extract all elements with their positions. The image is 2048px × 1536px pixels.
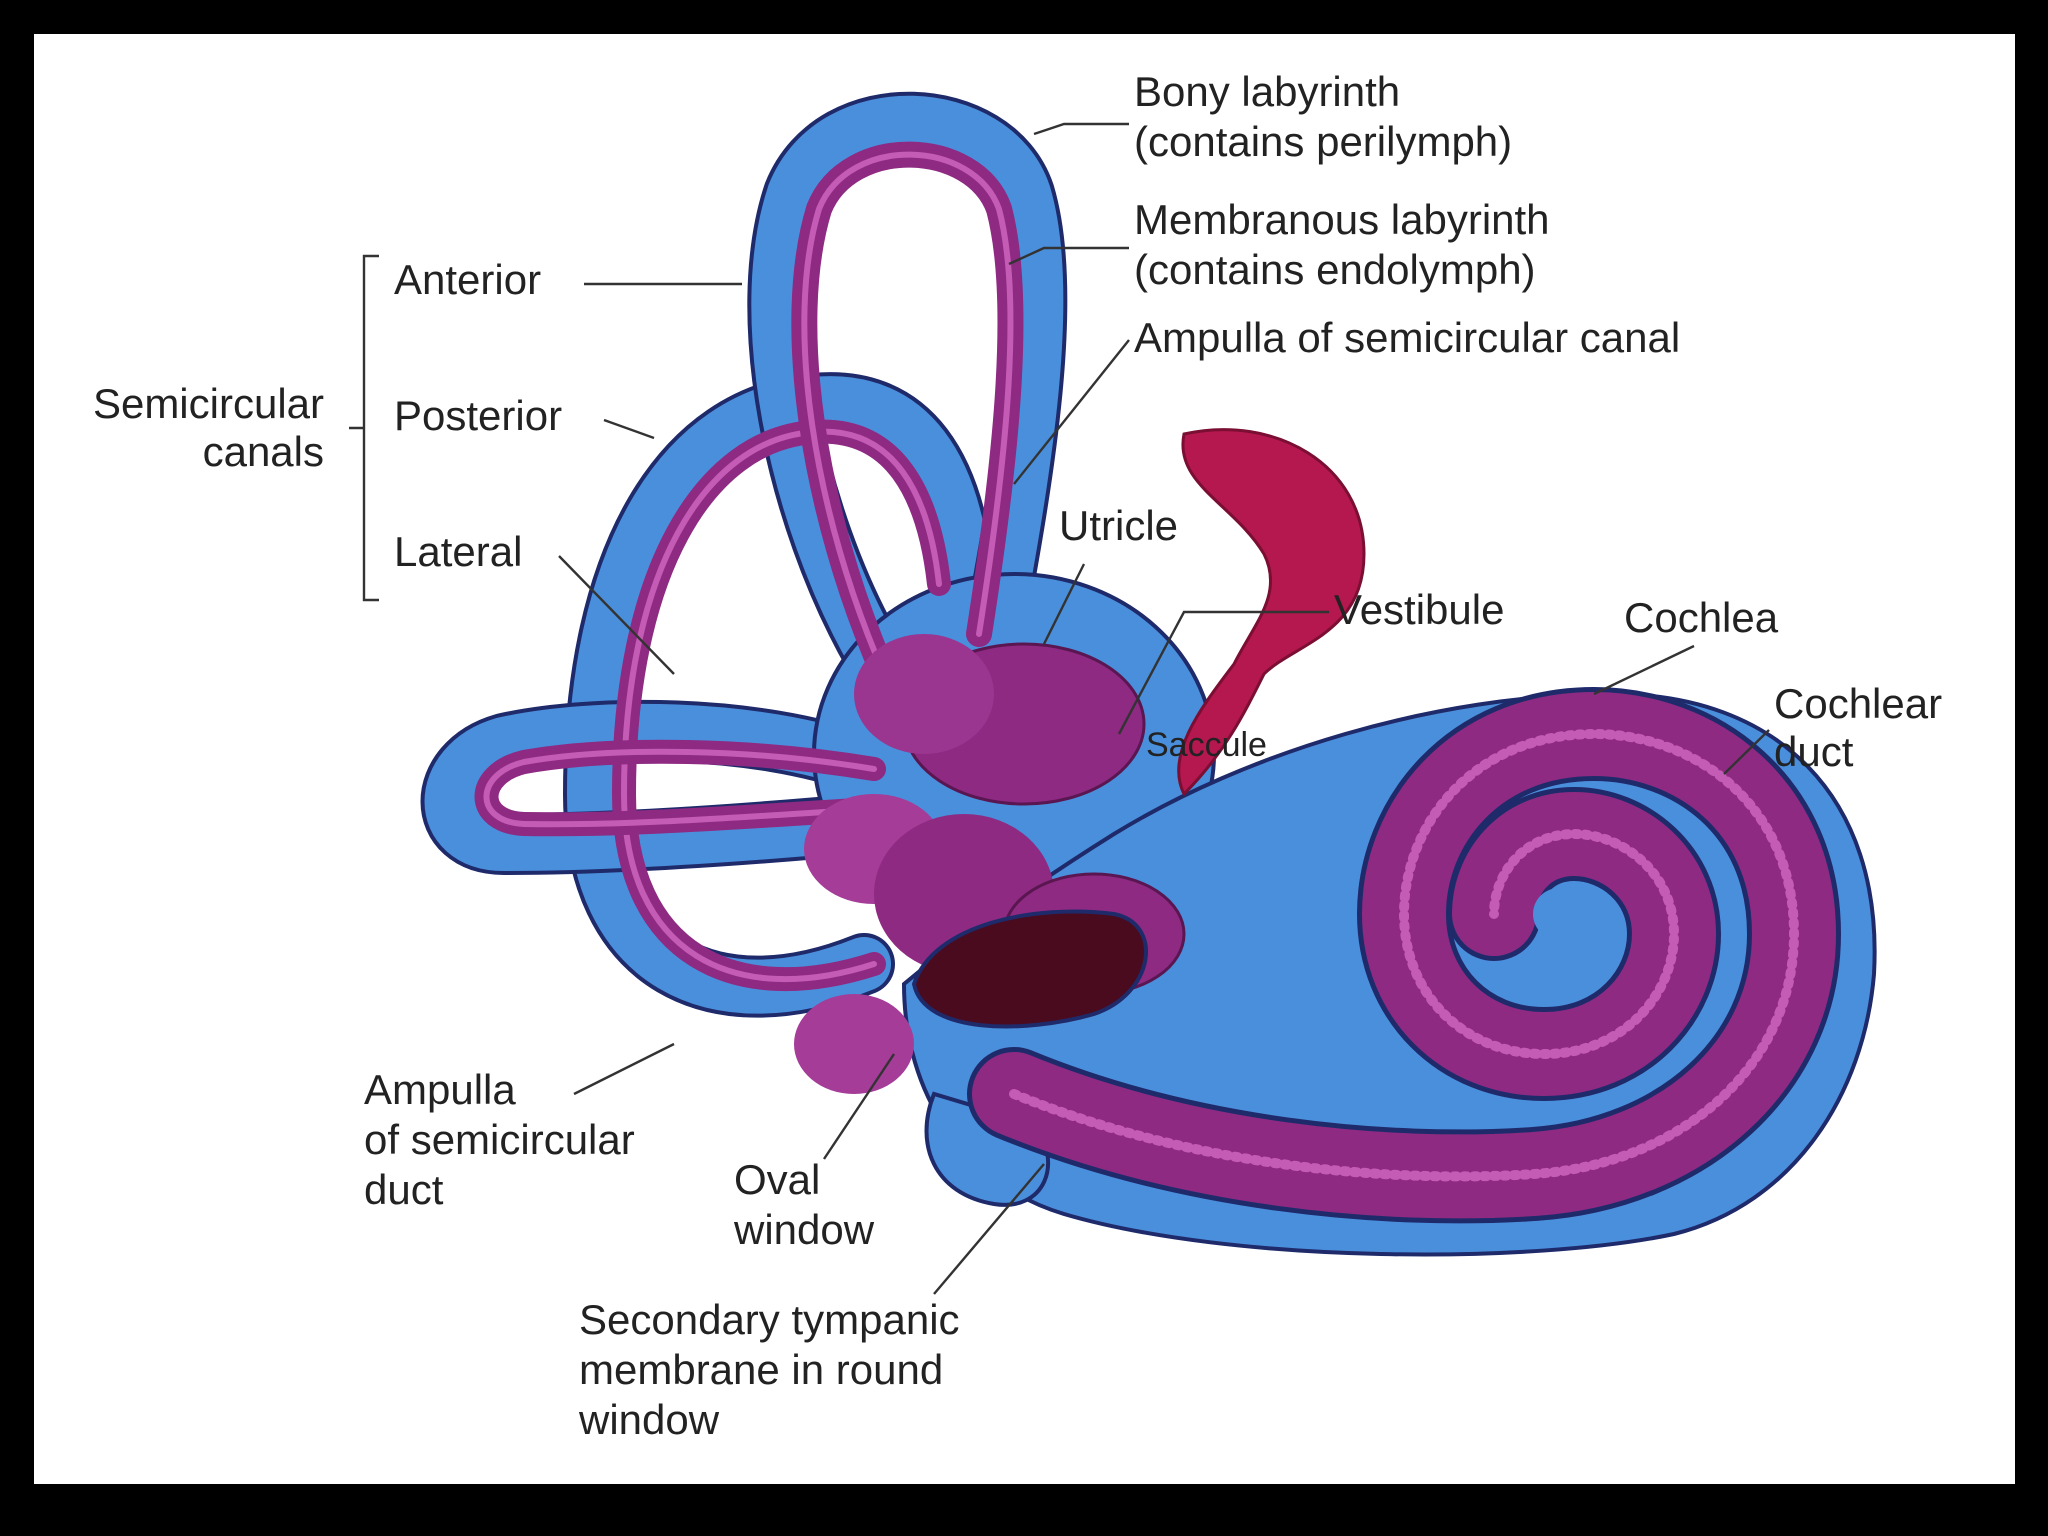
inner-ear-diagram: Bony labyrinth (contains perilymph) Memb… <box>93 68 1942 1443</box>
label-ampulla-duct-1: Ampulla <box>364 1066 516 1113</box>
label-secondary-tympanic-1: Secondary tympanic <box>579 1296 960 1343</box>
label-ampulla-duct-2: of semicircular <box>364 1116 635 1163</box>
label-anterior: Anterior <box>394 256 541 303</box>
label-semicircular-1: Semicircular <box>93 380 324 427</box>
leader-posterior <box>603 418 655 440</box>
leader-membranous-labyrinth <box>1008 246 1129 266</box>
label-ampulla-duct-3: duct <box>364 1166 444 1213</box>
leader-bony-labyrinth <box>1033 122 1129 136</box>
label-posterior: Posterior <box>394 392 562 439</box>
label-membranous-labyrinth-2: (contains endolymph) <box>1134 246 1536 293</box>
label-membranous-labyrinth-1: Membranous labyrinth <box>1134 196 1550 243</box>
leader-ampulla-duct <box>573 1042 675 1096</box>
leader-oval-window <box>823 1053 895 1160</box>
label-bony-labyrinth-1: Bony labyrinth <box>1134 68 1400 115</box>
label-cochlear-duct-2: duct <box>1774 728 1854 775</box>
label-cochlea: Cochlea <box>1624 594 1779 641</box>
label-ampulla-canal: Ampulla of semicircular canal <box>1134 314 1680 361</box>
label-cochlear-duct-1: Cochlear <box>1774 680 1942 727</box>
leader-lateral <box>558 555 675 675</box>
leader-secondary-tympanic <box>933 1163 1045 1295</box>
diagram-frame: Bony labyrinth (contains perilymph) Memb… <box>34 34 2015 1484</box>
semicircular-bracket <box>349 254 379 602</box>
leader-cochlea <box>1593 644 1695 696</box>
label-secondary-tympanic-2: membrane in round <box>579 1346 943 1393</box>
label-saccule: Saccule <box>1146 726 1267 764</box>
label-vestibule: Vestibule <box>1334 586 1504 633</box>
label-secondary-tympanic-3: window <box>578 1396 720 1443</box>
membranous-labyrinth <box>474 141 1186 1094</box>
label-utricle: Utricle <box>1059 502 1178 549</box>
label-oval-window-2: window <box>733 1206 875 1253</box>
cochlea-spiral <box>967 686 1842 1224</box>
leader-cochlear-duct <box>1723 729 1770 775</box>
label-oval-window-1: Oval <box>734 1156 820 1203</box>
label-lateral: Lateral <box>394 528 522 575</box>
label-bony-labyrinth-2: (contains perilymph) <box>1134 118 1512 165</box>
leader-vestibule <box>1117 610 1329 735</box>
leader-ampulla-canal <box>1013 339 1130 485</box>
label-semicircular-2: canals <box>203 428 324 475</box>
leader-utricle <box>1042 563 1086 645</box>
